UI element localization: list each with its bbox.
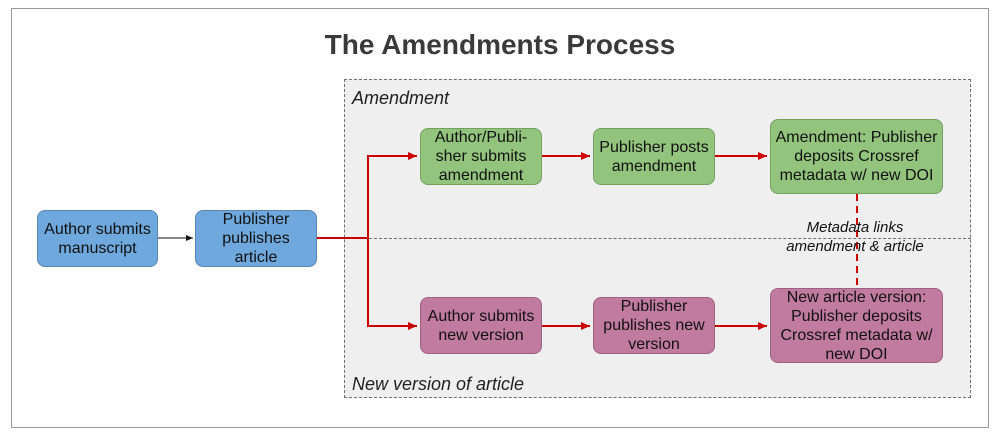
metadata-link-note-line2: amendment & article xyxy=(786,238,924,255)
arrow-to-new-version-branch xyxy=(367,238,417,330)
new-version-region-label: New version of article xyxy=(352,374,525,394)
amendment-region-label: Amendment xyxy=(352,88,450,108)
amendment-submit-box: Author/Publi- sher submits amendment xyxy=(420,128,542,185)
new-version-publish-box: Publisher publishes new version xyxy=(593,297,715,354)
metadata-link-note-line1: Metadata links xyxy=(806,219,904,236)
diagram-title: The Amendments Process xyxy=(324,29,676,60)
metadata-link-note: Metadata links amendment & article xyxy=(770,218,940,256)
amendment-post-box: Publisher posts amendment xyxy=(593,128,715,185)
region-divider xyxy=(344,238,971,239)
author-submits-manuscript-box: Author submits manuscript xyxy=(37,210,158,267)
arrow-to-amendment-branch xyxy=(367,152,417,238)
publisher-publishes-article-box: Publisher publishes article xyxy=(195,210,317,267)
new-version-submit-box: Author submits new version xyxy=(420,297,542,354)
new-version-deposit-box: New article version: Publisher deposits … xyxy=(770,288,943,363)
amendment-deposit-box: Amendment: Publisher deposits Crossref m… xyxy=(770,119,943,194)
